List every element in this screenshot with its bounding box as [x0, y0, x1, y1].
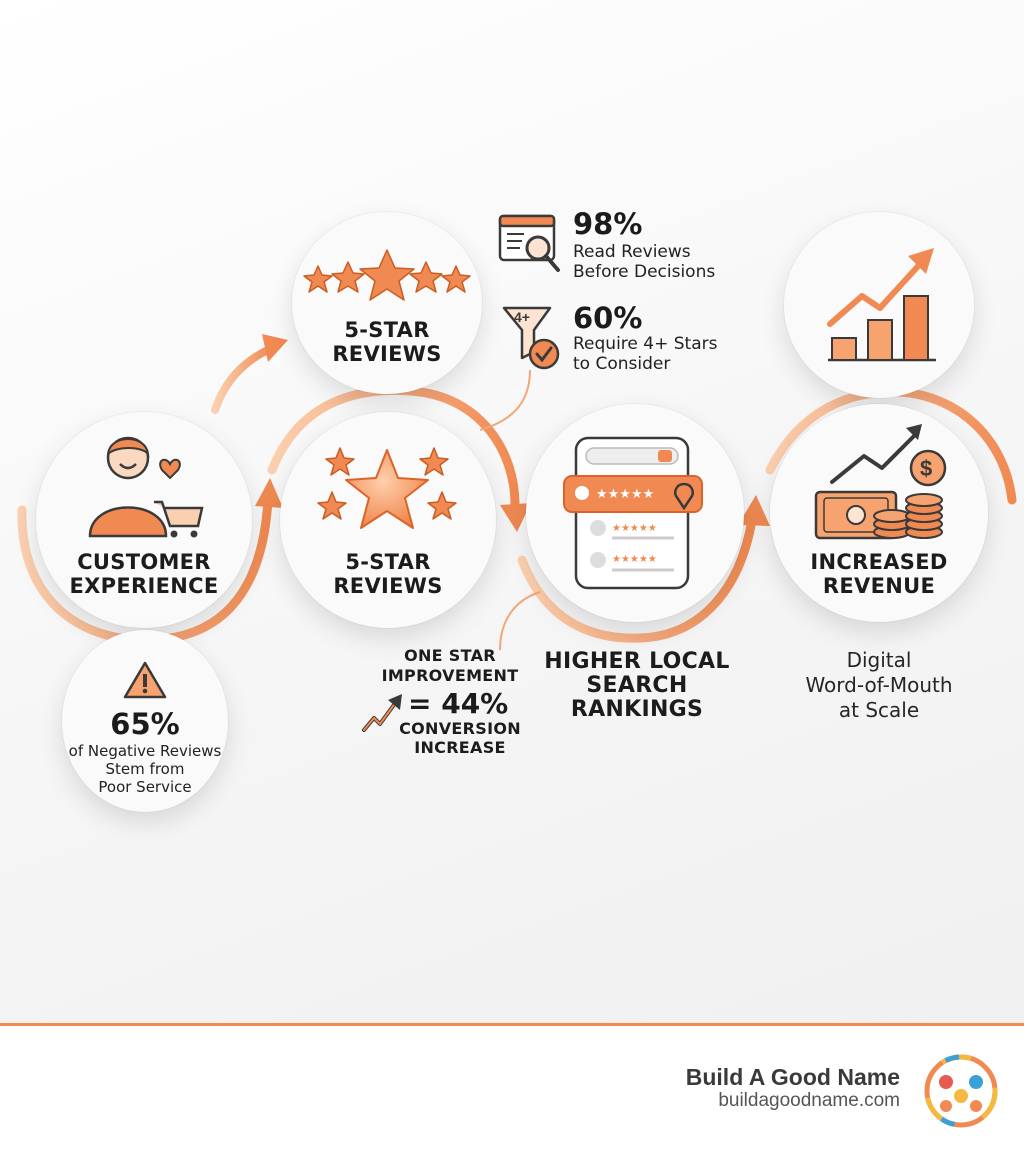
revenue-title: INCREASED REVENUE	[810, 550, 948, 598]
svg-text:$: $	[920, 456, 932, 481]
node-negative-reviews	[62, 630, 228, 812]
star-cluster-icon	[317, 447, 457, 529]
warning-icon	[123, 661, 167, 699]
connector-stat	[479, 369, 531, 431]
reviews-top-title: 5-STAR REVIEWS	[332, 318, 442, 366]
customer-experience-title: CUSTOMER EXPERIENCE	[69, 550, 219, 598]
footer	[0, 1026, 1024, 1154]
tagline: Digital Word-of-Mouth at Scale	[805, 648, 953, 722]
arc-to-top	[211, 344, 276, 414]
star-5-icon	[441, 265, 471, 293]
negative-stat-value: 65%	[110, 707, 180, 741]
conversion-value: = 44%	[408, 687, 509, 720]
read-reviews-text: Read Reviews Before Decisions	[573, 242, 716, 282]
arc-reviews-mid	[267, 385, 520, 510]
bar-chart-growth-icon	[827, 248, 936, 362]
brand-logo-icon[interactable]	[922, 1052, 1000, 1130]
mobile-search-icon: ★★★★★ ★★★★★ ★★★★★	[563, 436, 703, 590]
arrow-head-3	[500, 503, 531, 532]
filter-funnel-icon: 4+	[502, 306, 560, 370]
negative-stat-text: of Negative Reviews Stem from Poor Servi…	[68, 742, 222, 796]
node-reviews-top	[292, 212, 482, 394]
node-reviews-mid	[280, 412, 496, 628]
star-3-icon	[359, 249, 415, 301]
brand-url[interactable]: buildagoodname.com	[718, 1090, 900, 1111]
shopper-with-cart-icon	[88, 436, 204, 538]
require-stars-text: Require 4+ Stars to Consider	[573, 334, 718, 374]
star-2-icon	[331, 261, 365, 293]
conversion-text: CONVERSION INCREASE	[399, 719, 521, 757]
star-4-icon	[409, 261, 443, 293]
five-stars-icon	[303, 249, 471, 301]
browser-magnifier-icon	[498, 214, 560, 272]
arrow-head-4	[738, 495, 770, 526]
arrow-head-1	[255, 478, 283, 508]
brand-name[interactable]: Build A Good Name	[685, 1064, 900, 1090]
footer-divider	[0, 1023, 1024, 1026]
star-1-icon	[303, 265, 333, 293]
read-reviews-value: 98%	[573, 207, 643, 241]
reviews-mid-title: 5-STAR REVIEWS	[333, 550, 443, 598]
search-title: HIGHER LOCAL SEARCH RANKINGS	[544, 649, 730, 722]
arc-search	[517, 515, 757, 643]
svg-text:★★★★★: ★★★★★	[612, 523, 657, 534]
conversion-label: ONE STAR IMPROVEMENT	[381, 646, 519, 685]
money-growth-icon: $	[814, 424, 947, 540]
svg-text:★★★★★: ★★★★★	[596, 487, 654, 502]
connector-conversion	[499, 591, 541, 651]
svg-text:★★★★★: ★★★★★	[612, 554, 657, 565]
arrow-head-2	[262, 334, 288, 362]
require-stars-value: 60%	[573, 301, 643, 335]
rising-arrow-icon	[362, 694, 402, 732]
funnel-badge: 4+	[514, 309, 530, 325]
